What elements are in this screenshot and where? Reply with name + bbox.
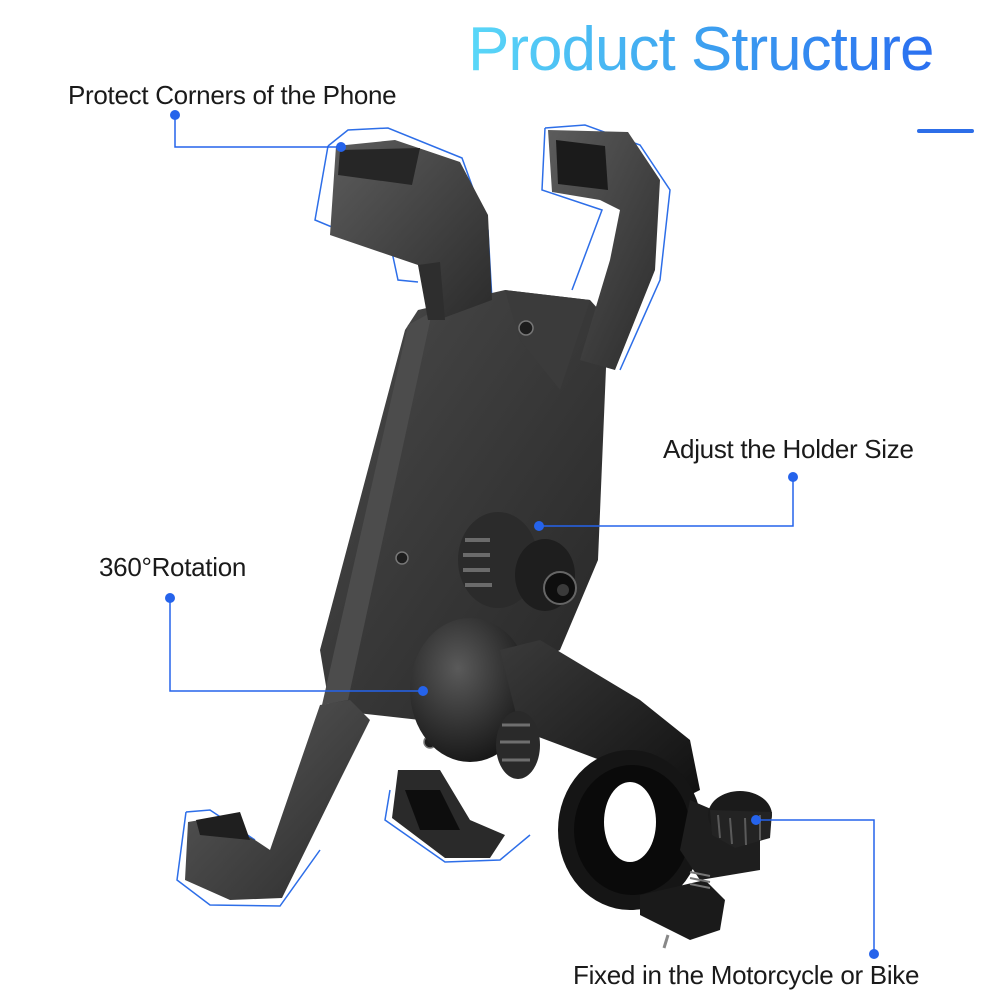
clamp-side-knob <box>496 711 540 779</box>
top-right-corner-grip <box>548 130 660 370</box>
callout-line-corners <box>174 115 341 148</box>
bottom-left-corner-grip <box>185 700 370 900</box>
callout-dot-holder-size-target <box>534 521 544 531</box>
callout-label-adjust-holder-size: Adjust the Holder Size <box>663 434 914 464</box>
callout-line-holder-size <box>539 477 794 527</box>
callout-dot-corners-label <box>170 110 180 120</box>
page-title: Product Structure <box>468 15 934 84</box>
callout-dot-corners-target <box>336 142 346 152</box>
size-adjust-knob <box>458 512 577 611</box>
callout-dots <box>165 110 879 959</box>
handlebar-clamp <box>500 640 760 949</box>
callout-dot-mount-target <box>751 815 761 825</box>
callout-dot-rotation-target <box>418 686 428 696</box>
callout-dot-rotation-label <box>165 593 175 603</box>
callout-label-protect-corners: Protect Corners of the Phone <box>68 80 397 110</box>
top-left-corner-grip <box>330 140 492 320</box>
callout-dot-holder-size-label <box>788 472 798 482</box>
title-accent-bar <box>917 129 974 133</box>
back-plate <box>320 290 608 749</box>
bottom-center-grip <box>392 770 505 858</box>
callout-lines <box>169 115 875 954</box>
callout-label-rotation: 360°Rotation <box>99 552 247 582</box>
callout-line-mount <box>756 819 875 954</box>
callout-label-fixed-mount: Fixed in the Motorcycle or Bike <box>573 960 920 990</box>
callout-line-rotation <box>169 598 423 692</box>
callout-dot-mount-label <box>869 949 879 959</box>
